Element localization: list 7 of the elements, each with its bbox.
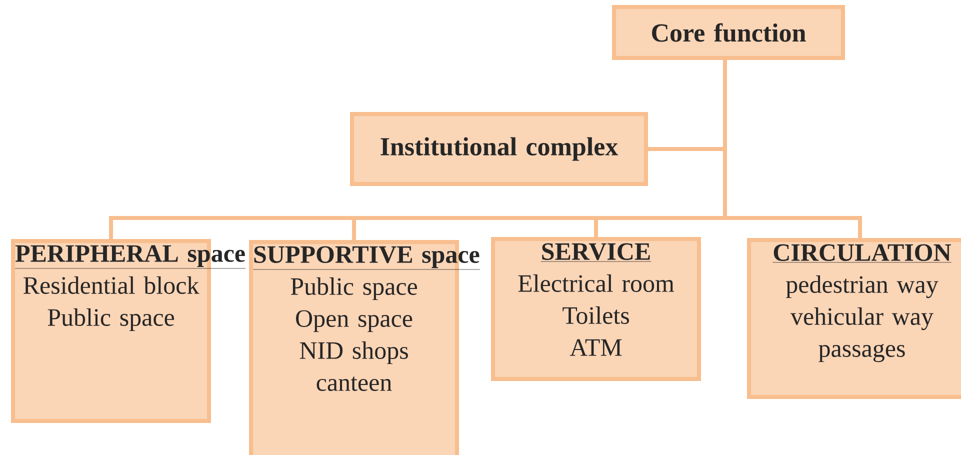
connector-line	[723, 58, 862, 240]
box: SUPPORTIVE space Public space Open space NID shops canteen	[249, 240, 480, 455]
box: SERVICE Electrical room Toilets ATM	[491, 237, 701, 381]
box: Core function	[612, 5, 845, 60]
box: Institutional complex	[350, 112, 648, 186]
box: CIRCULATION pedestrian way vehicular way passages	[747, 238, 961, 399]
box: PERIPHERAL space Residential block Public space	[11, 239, 246, 423]
